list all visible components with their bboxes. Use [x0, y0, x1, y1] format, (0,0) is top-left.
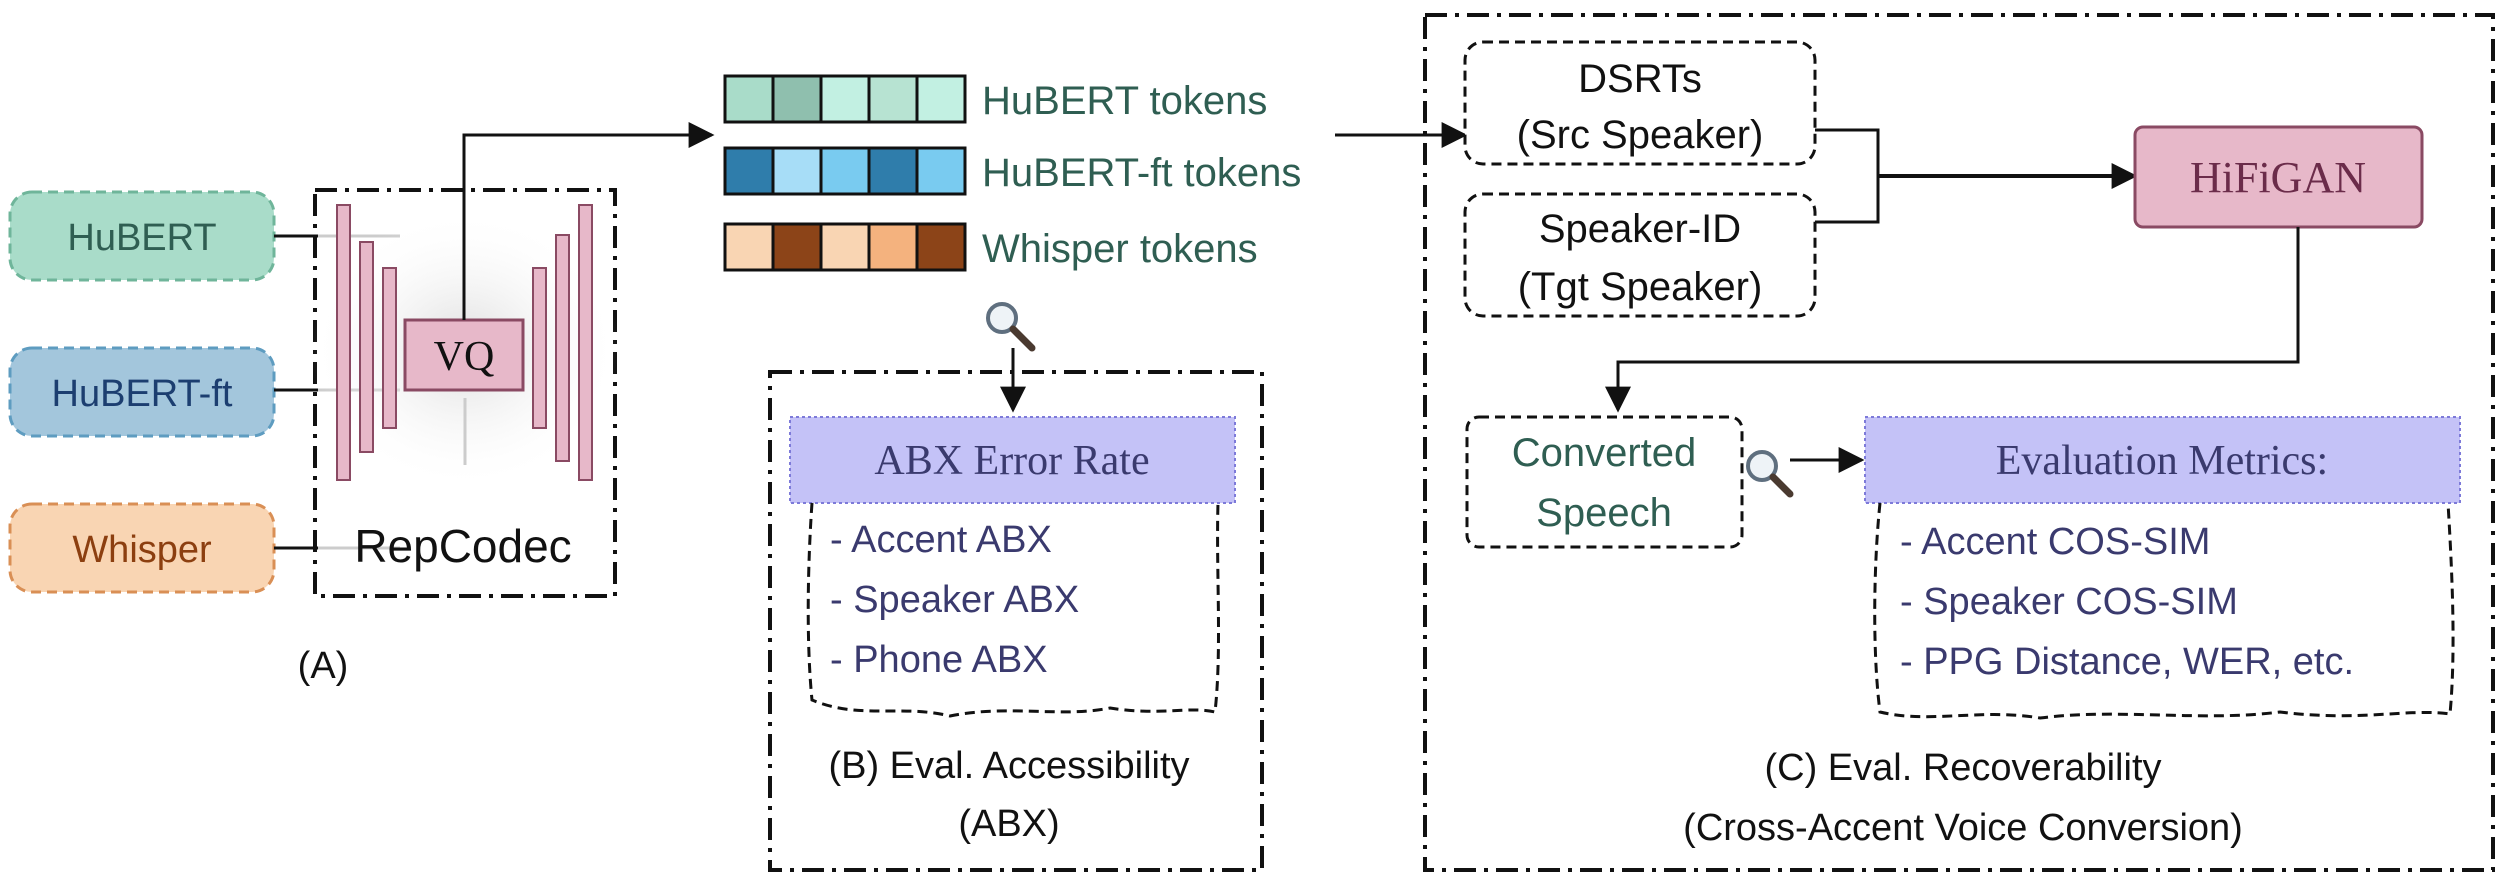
token-label: HuBERT tokens	[982, 79, 1267, 123]
token-label: HuBERT-ft tokens	[982, 151, 1301, 195]
encoder-hubert-ft: HuBERT-ft	[8, 346, 276, 438]
magnifier-icon	[1746, 450, 1794, 498]
token-cell	[915, 146, 967, 196]
panel-c-caption-sub: (Cross-Accent Voice Conversion)	[1683, 807, 2243, 849]
token-cell	[867, 146, 919, 196]
converted-sublabel: Speech	[1536, 491, 1672, 535]
panel-a: HuBERT HuBERT-ft Whisper	[8, 122, 715, 687]
abx-list-frame	[806, 502, 1221, 718]
token-cell	[819, 222, 871, 272]
speaker-id-sublabel: (Tgt Speaker)	[1518, 265, 1763, 309]
dsrts-label: DSRTs	[1578, 57, 1702, 101]
converted-label: Converted	[1512, 431, 1697, 475]
token-cell	[819, 74, 871, 124]
merge-connectors	[1815, 128, 1880, 224]
token-cell	[867, 222, 919, 272]
panel-c: DSRTs (Src Speaker) Speaker-ID (Tgt Spea…	[1423, 13, 2495, 872]
abx-header-label: ABX Error Rate	[874, 438, 1149, 484]
hifigan-box	[2133, 125, 2424, 229]
encoder-hubert: HuBERT	[8, 190, 276, 282]
abx-item: - Speaker ABX	[830, 579, 1079, 621]
encoder-layer-bar	[359, 241, 374, 453]
token-cell	[723, 74, 775, 124]
metrics-header-label: Evaluation Metrics:	[1996, 438, 2328, 484]
magnifier-icon	[986, 302, 1036, 352]
encoder-label: HuBERT	[67, 217, 216, 259]
repcodec-label: RepCodec	[354, 520, 571, 572]
token-cell	[915, 222, 967, 272]
abx-header-box	[789, 416, 1236, 504]
metrics-item: - Accent COS-SIM	[1900, 521, 2210, 563]
token-cell	[723, 146, 775, 196]
token-cell	[723, 222, 775, 272]
token-cell	[819, 146, 871, 196]
speaker-id-box	[1463, 192, 1817, 318]
token-cell	[771, 146, 823, 196]
speaker-id-label: Speaker-ID	[1539, 207, 1741, 251]
dsrts-box	[1463, 40, 1817, 166]
hifigan-label: HiFiGAN	[2190, 153, 2366, 202]
token-cell	[915, 74, 967, 124]
panel-b-caption-sub: (ABX)	[958, 803, 1059, 845]
abx-item: - Phone ABX	[830, 639, 1048, 681]
encoder-label: Whisper	[72, 529, 212, 571]
hubert-token-row	[723, 74, 967, 124]
metrics-item: - PPG Distance, WER, etc.	[1900, 641, 2354, 683]
panel-b: ABX Error Rate - Accent ABX - Speaker AB…	[768, 302, 1264, 872]
vq-label: VQ	[434, 334, 495, 380]
vq-to-tokens-arrow	[462, 122, 715, 320]
repcodec-frame	[313, 188, 617, 598]
decoder-layer-bar	[532, 267, 547, 429]
converted-speech-box	[1465, 415, 1744, 549]
token-label: Whisper tokens	[982, 227, 1258, 271]
decoder-layer-bar	[578, 204, 593, 481]
metrics-header-box	[1864, 416, 2461, 504]
encoder-layer-bar	[336, 204, 351, 481]
token-cell	[771, 74, 823, 124]
panel-a-caption: (A)	[298, 645, 349, 687]
metrics-item: - Speaker COS-SIM	[1900, 581, 2238, 623]
metrics-list-frame	[1873, 502, 2455, 720]
panel-c-caption: (C) Eval. Recoverability	[1765, 747, 2162, 789]
encoder-box	[8, 346, 276, 438]
decoder-layer-bar	[555, 234, 570, 462]
token-rows: HuBERT tokens HuBERT-ft tokens Whisper t…	[723, 74, 1301, 272]
encoder-label: HuBERT-ft	[52, 373, 233, 415]
encoder-layer-bar	[382, 267, 397, 429]
token-cell	[771, 222, 823, 272]
encoder-whisper: Whisper	[8, 502, 276, 594]
vc-panel-frame	[1423, 13, 2495, 872]
token-cell	[867, 74, 919, 124]
abx-panel-frame	[768, 370, 1264, 872]
hifigan-to-converted-arrow	[1605, 227, 2300, 413]
abx-item: - Accent ABX	[830, 519, 1052, 561]
hubert-ft-token-row	[723, 146, 967, 196]
panel-b-caption: (B) Eval. Accessibility	[828, 745, 1189, 787]
whisper-token-row	[723, 222, 967, 272]
dsrts-sublabel: (Src Speaker)	[1517, 113, 1764, 157]
